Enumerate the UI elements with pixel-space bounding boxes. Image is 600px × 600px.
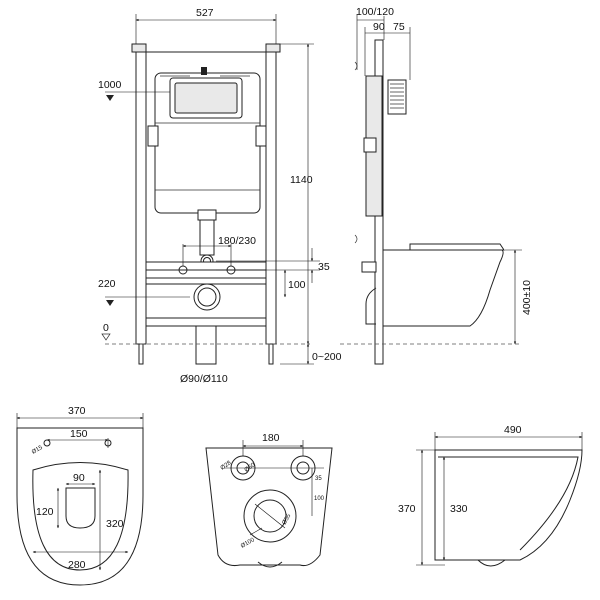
side-view-dimensions: 100/120 90 75 400±10	[356, 6, 533, 345]
dim-inner-width: 280	[68, 559, 86, 571]
dim-bowl-height: 400±10	[521, 280, 533, 315]
level-0: 0	[103, 322, 109, 334]
front-view-frame	[105, 43, 320, 365]
pipe-diameter: Ø90/Ø110	[180, 373, 228, 385]
bowl-side-mounted	[382, 249, 504, 327]
dim-dia-55: Ø55	[282, 513, 293, 526]
dim-spacing-180-230: 180/230	[218, 235, 256, 247]
dim-75: 75	[393, 21, 405, 33]
dim-length-490: 490	[504, 424, 522, 436]
dim-90: 90	[373, 21, 385, 33]
dim-height-1140: 1140	[290, 174, 313, 186]
bowl-top-view-dimensions: 370 150 Ø15 90 120 320 280	[16, 405, 144, 571]
dim-35: 35	[318, 261, 330, 273]
dim-inner-height-330: 330	[450, 503, 468, 515]
dim-dia-28: Ø28	[220, 460, 233, 472]
dim-100: 100	[288, 279, 306, 291]
level-220: 220	[98, 278, 116, 290]
dim-outlet-height: 120	[36, 506, 54, 518]
level-1000: 1000	[98, 79, 122, 91]
hole-diameter: Ø15	[31, 445, 44, 456]
bowl-rear-view	[205, 447, 333, 568]
dim-floor-range: 0~200	[312, 351, 342, 363]
dim-dia-60: Ø60	[244, 462, 257, 474]
bowl-side-view	[434, 449, 583, 567]
dim-width-527: 527	[196, 7, 214, 19]
dim-35: 35	[315, 476, 322, 482]
bowl-side-view-dimensions: 490 370 330	[398, 424, 583, 566]
dim-hole-spacing: 150	[70, 428, 88, 440]
dim-spacing-180: 180	[262, 432, 280, 444]
dim-width-370: 370	[68, 405, 86, 417]
flush-plate-side	[387, 79, 407, 115]
dim-inner-height: 320	[106, 518, 124, 530]
dim-height-370: 370	[398, 503, 416, 515]
dim-outlet-width: 90	[73, 472, 85, 484]
outlet-opening	[65, 487, 96, 529]
dim-depth-100-120: 100/120	[356, 6, 394, 18]
front-view-dimensions: 527 1140 1000 220 0 180/230 35 100 0~200…	[98, 7, 342, 385]
side-view-frame	[340, 39, 520, 365]
dim-100: 100	[314, 496, 325, 502]
